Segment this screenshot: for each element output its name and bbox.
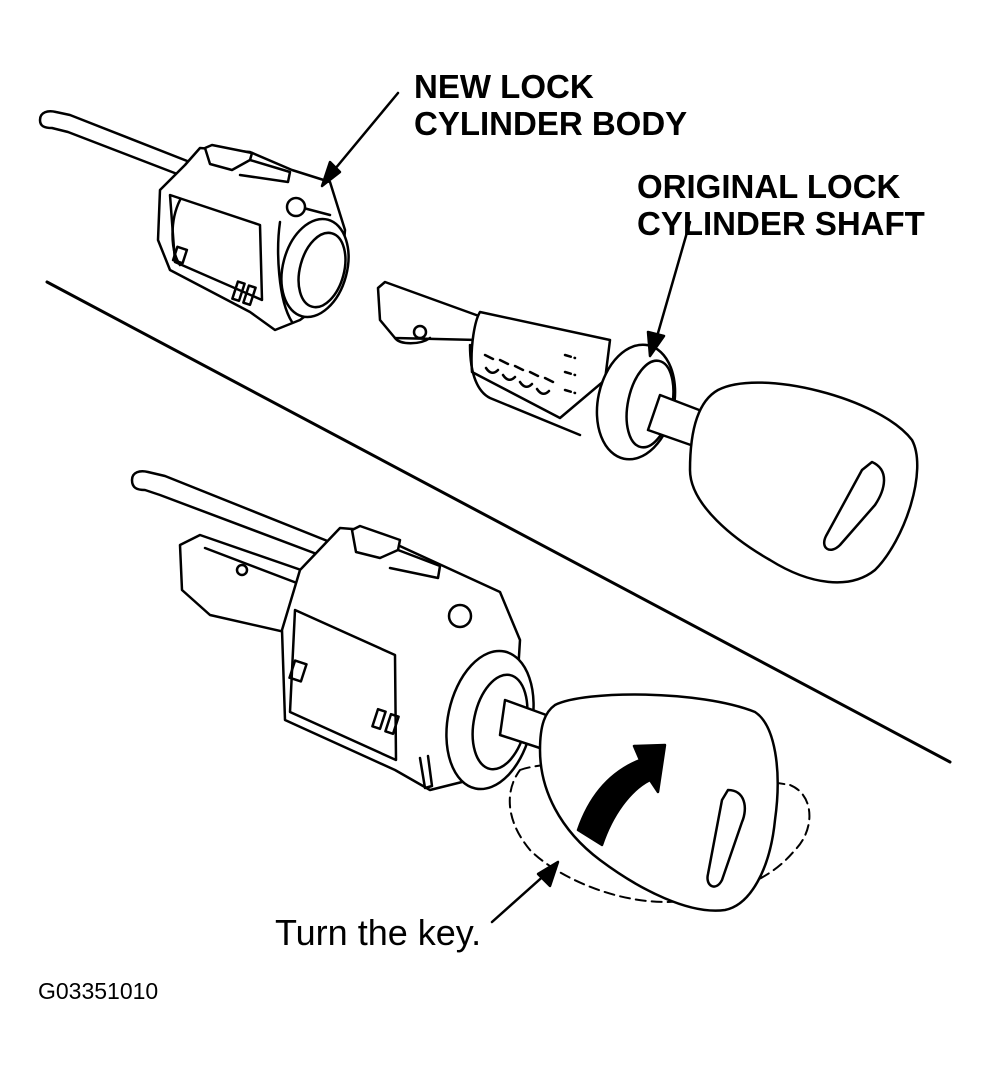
- step-divider-line: [45, 280, 952, 764]
- figure-code: G03351010: [38, 978, 159, 1004]
- new-body-label-line1: NEW LOCK: [414, 68, 594, 105]
- original-lock-cylinder-shaft-drawing: [376, 220, 919, 584]
- turn-key-instruction: Turn the key.: [275, 912, 482, 953]
- assembled-lock-drawing: [130, 470, 811, 924]
- rotation-arrow-icon: [576, 743, 667, 847]
- orig-shaft-label-line1: ORIGINAL LOCK: [637, 168, 901, 205]
- new-lock-cylinder-body-label: NEW LOCK CYLINDER BODY: [414, 68, 687, 142]
- original-lock-cylinder-shaft-label: ORIGINAL LOCK CYLINDER SHAFT: [637, 168, 925, 242]
- new-body-label-line2: CYLINDER BODY: [414, 105, 688, 142]
- orig-shaft-label-line2: CYLINDER SHAFT: [637, 205, 925, 242]
- new-lock-cylinder-body-drawing: [38, 91, 400, 332]
